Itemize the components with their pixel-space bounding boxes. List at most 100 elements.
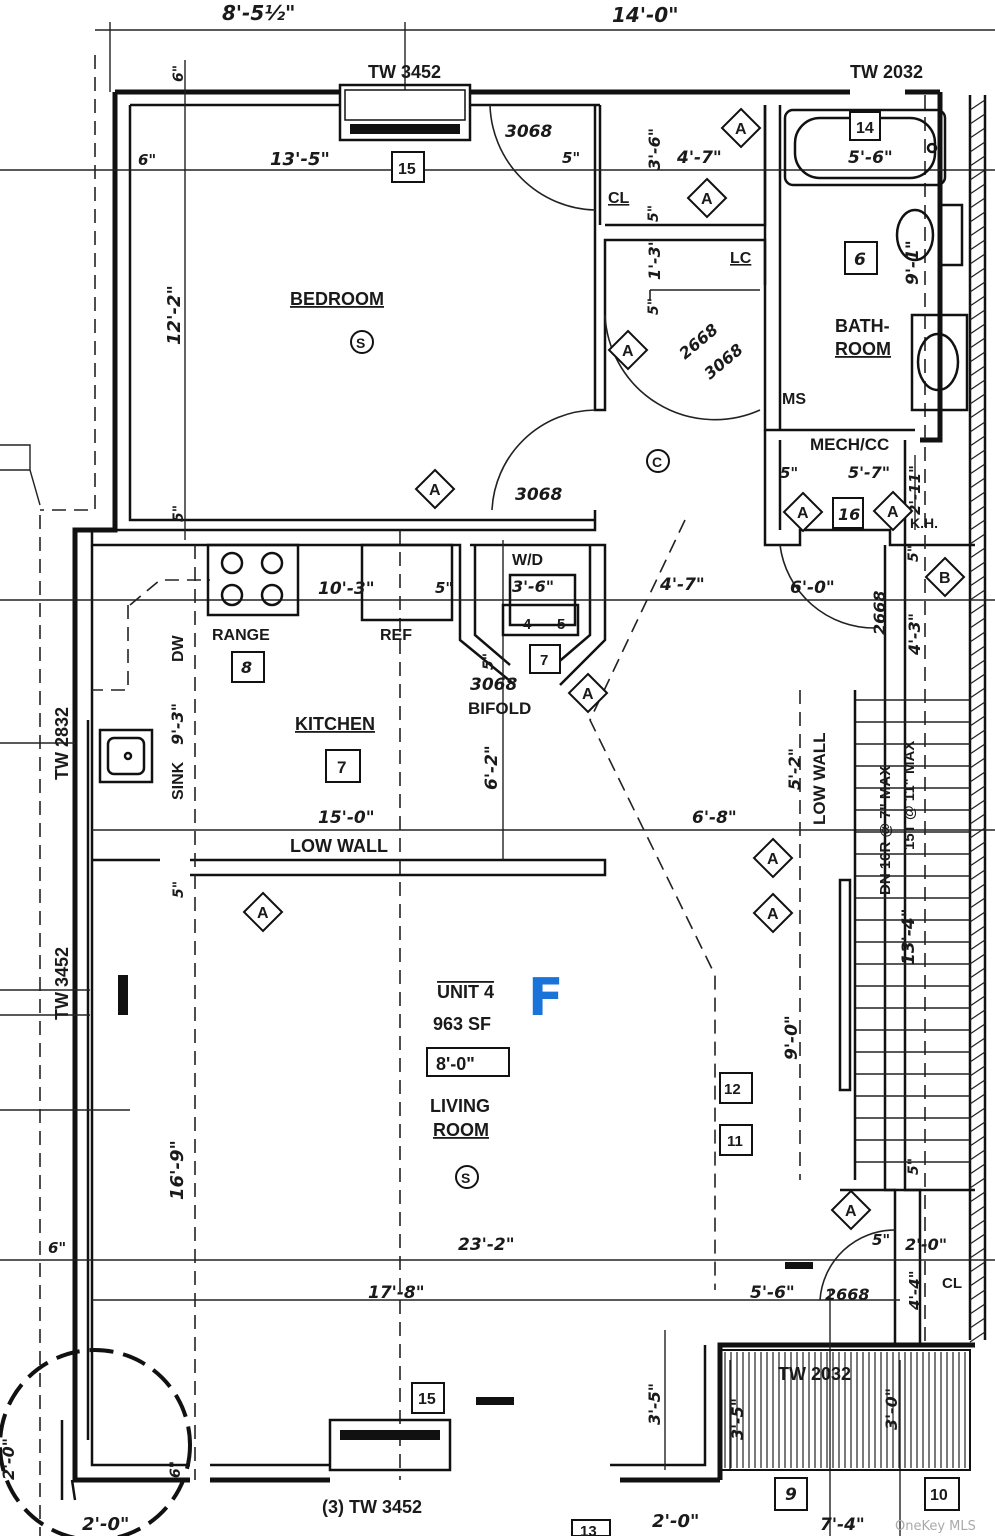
hatch-line xyxy=(969,309,986,321)
dim-cl-width: 5'-6" xyxy=(750,1283,795,1303)
dim-bath-depth: 9'-1" xyxy=(903,240,923,285)
hatch-line xyxy=(969,631,986,643)
tag-7-kitchen: 7 xyxy=(337,758,346,777)
label-low-wall-vertical: LOW WALL xyxy=(810,732,829,825)
dim-wall-5c: 5" xyxy=(646,298,662,315)
hatch-line xyxy=(969,295,986,307)
door-labels: 3068 3068 2668 3068 2668 3068 BIFOLD 266… xyxy=(468,122,889,1304)
hatch-line xyxy=(969,155,986,167)
tag-13: 13 xyxy=(580,1523,597,1536)
hatch-line xyxy=(969,239,986,251)
label-sink: SINK xyxy=(170,761,187,800)
hatch-line xyxy=(969,113,986,125)
dim-stair-length: 13'-4" xyxy=(899,908,919,965)
dim-porch-depth-3: 3'-0" xyxy=(882,1388,901,1430)
tag-9: 9 xyxy=(785,1485,797,1505)
hatch-line xyxy=(969,1247,986,1259)
dim-living-total: 23'-2" xyxy=(458,1235,515,1255)
tag-7-closet: 7 xyxy=(540,652,548,669)
door-bifold-label: BIFOLD xyxy=(468,699,531,718)
hatch-line xyxy=(969,981,986,993)
dim-cl-depth: 2'-0" xyxy=(905,1235,947,1254)
hatch-line xyxy=(969,141,986,153)
hatch-line xyxy=(969,1205,986,1217)
tag-15-top: 15 xyxy=(398,161,416,178)
detail-marker-a: A xyxy=(607,329,649,371)
stairs xyxy=(838,690,970,1180)
room-closet: CL xyxy=(608,190,630,207)
hatch-line xyxy=(969,911,986,923)
hatch-line xyxy=(969,785,986,797)
interior-walls xyxy=(90,105,975,1345)
hatch-line xyxy=(969,407,986,419)
hatch-line xyxy=(969,533,986,545)
watermark: OneKey MLS xyxy=(895,1519,976,1534)
hatch-line xyxy=(969,953,986,965)
detail-marker-a: A xyxy=(872,490,914,532)
hatch-line xyxy=(969,715,986,727)
room-labels: BEDROOM BATH- ROOM KITCHEN LIVING ROOM M… xyxy=(170,190,962,1292)
dim-wall-6d: 6" xyxy=(168,1461,184,1478)
label-stair-treads: 15T @ 11" MAX xyxy=(901,741,918,850)
hatch-line xyxy=(969,869,986,881)
hatch-line xyxy=(969,1107,986,1119)
detail-marker-a: A xyxy=(752,892,794,934)
detail-marker-a: A xyxy=(567,672,609,714)
hatch-line xyxy=(969,547,986,559)
detail-marker-letter: A xyxy=(622,343,634,360)
dim-wall-5h: 5" xyxy=(780,464,798,482)
hatch-line xyxy=(969,1037,986,1049)
room-living-line1: LIVING xyxy=(430,1096,490,1116)
dim-closet-depth: 3'-6" xyxy=(645,128,664,170)
dim-wall-5b: 5" xyxy=(646,205,662,222)
window-left-upper: TW 2832 xyxy=(52,707,72,780)
dim-living-width: 17'-8" xyxy=(368,1283,425,1303)
dim-kitchen-depth: 6'-2" xyxy=(482,745,502,790)
hatch-line xyxy=(969,1317,986,1329)
hatch-line xyxy=(969,127,986,139)
window-top-left: TW 3452 xyxy=(368,62,441,82)
dim-wall-5i: 5" xyxy=(906,545,922,562)
hatch-line xyxy=(969,435,986,447)
detail-marker-letter: B xyxy=(939,570,951,587)
room-bathroom-line2: ROOM xyxy=(835,339,891,359)
detail-marker-a: A xyxy=(720,107,762,149)
hatch-line xyxy=(969,393,986,405)
hatch-line xyxy=(969,995,986,1007)
unit-letter: F xyxy=(528,968,564,1028)
detail-marker-letter: A xyxy=(257,905,269,922)
kitchen-fixtures xyxy=(98,543,580,784)
hatch-line xyxy=(969,1135,986,1147)
exterior-walls xyxy=(72,89,975,1483)
hatch-line xyxy=(969,1051,986,1063)
room-lc: LC xyxy=(730,250,752,267)
room-wd: W/D xyxy=(512,552,543,569)
tag-11: 11 xyxy=(727,1133,743,1150)
room-kh: K.H. xyxy=(910,515,938,531)
dim-hall-run: 6'-0" xyxy=(790,578,835,598)
dim-far-left: 2'-0" xyxy=(0,1438,18,1480)
window-left-lower: TW 3452 xyxy=(52,947,72,1020)
hatch-line xyxy=(969,323,986,335)
window-bottom: (3) TW 3452 xyxy=(322,1497,422,1517)
dim-wall-6a: 6" xyxy=(138,151,156,169)
dim-living-depth: 16'-9" xyxy=(167,1140,188,1200)
dim-wall-5a: 5" xyxy=(562,149,580,167)
hatch-line xyxy=(969,365,986,377)
detail-marker-a: A xyxy=(830,1189,872,1231)
dim-hall-width: 4'-7" xyxy=(659,575,705,595)
hatch-line xyxy=(969,197,986,209)
hatch-line xyxy=(969,729,986,741)
door-closet: 2668 xyxy=(825,1285,870,1304)
hatch-line xyxy=(969,575,986,587)
hatch-line xyxy=(969,1079,986,1091)
hatch-line xyxy=(969,659,986,671)
unit-name: UNIT 4 xyxy=(437,982,494,1002)
dim-living-right: 9'-0" xyxy=(782,1015,802,1060)
hatch-line xyxy=(969,1219,986,1231)
detail-marker-letter: A xyxy=(429,482,441,499)
hatch-line xyxy=(969,1009,986,1021)
hatch-line xyxy=(969,1121,986,1133)
hatch-line xyxy=(969,589,986,601)
